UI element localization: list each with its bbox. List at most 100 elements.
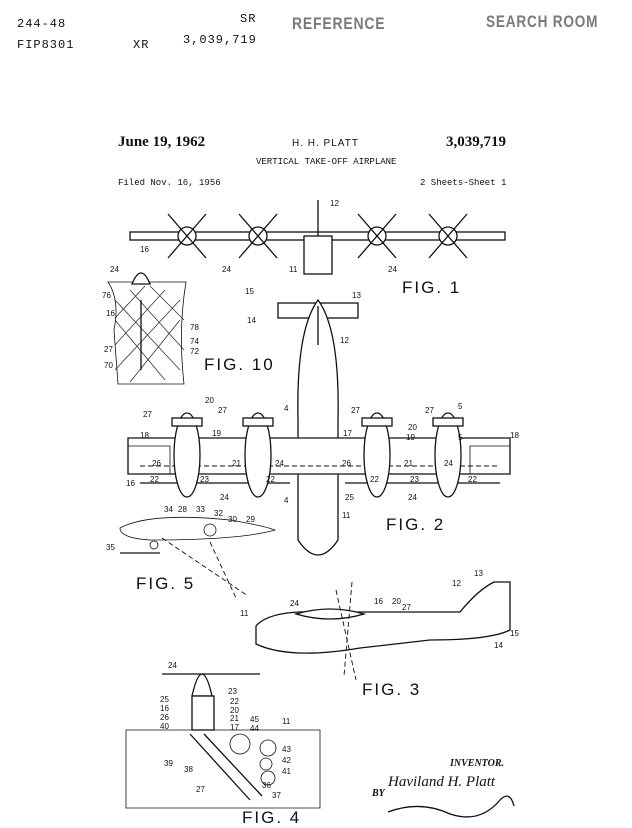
svg-text:27: 27 — [402, 603, 411, 612]
inventor-name: Haviland H. Platt — [388, 774, 496, 790]
svg-text:27: 27 — [218, 406, 227, 415]
svg-text:39: 39 — [164, 759, 173, 768]
svg-text:19: 19 — [406, 433, 415, 442]
patent-number: 3,039,719 — [446, 134, 506, 150]
svg-text:22: 22 — [266, 475, 275, 484]
svg-text:29: 29 — [246, 515, 255, 524]
svg-text:76: 76 — [102, 291, 111, 300]
svg-text:24: 24 — [290, 599, 299, 608]
fig1-front-view: 12 16 24 11 24 — [129, 199, 506, 275]
fig2-plan-view: 15 13 14 12 20 27 27 27 27 19 18 18 17 2… — [126, 287, 519, 556]
svg-text:34: 34 — [164, 505, 173, 514]
fig5-label: FIG. 5 — [136, 574, 196, 593]
svg-text:16: 16 — [106, 309, 115, 318]
svg-text:24: 24 — [275, 459, 284, 468]
fip-code: FIP8301 — [17, 38, 75, 52]
svg-text:27: 27 — [351, 406, 360, 415]
fig5-section: 34 28 33 32 30 29 35 — [106, 505, 277, 599]
svg-text:36: 36 — [262, 781, 271, 790]
svg-text:22: 22 — [230, 697, 239, 706]
svg-text:20: 20 — [205, 396, 214, 405]
svg-text:5: 5 — [458, 433, 463, 442]
inventor-header: H. H. PLATT — [292, 138, 359, 149]
fig4-section: 24 23 25 16 22 20 26 21 40 17 45 44 11 4… — [125, 661, 321, 809]
svg-text:45: 45 — [250, 715, 259, 724]
svg-text:23: 23 — [200, 475, 209, 484]
fig1-label: FIG. 1 — [402, 278, 462, 297]
filed-date: Filed Nov. 16, 1956 — [118, 178, 221, 188]
svg-text:21: 21 — [230, 714, 239, 723]
sheet-count: 2 Sheets-Sheet 1 — [420, 178, 507, 188]
svg-text:32: 32 — [214, 509, 223, 518]
svg-text:25: 25 — [345, 493, 354, 502]
svg-text:16: 16 — [374, 597, 383, 606]
svg-text:26: 26 — [152, 459, 161, 468]
svg-text:24: 24 — [110, 265, 119, 274]
reference-stamp: REFERENCE — [292, 14, 386, 33]
svg-text:11: 11 — [289, 265, 298, 274]
svg-text:20: 20 — [408, 423, 417, 432]
svg-text:27: 27 — [425, 406, 434, 415]
svg-text:21: 21 — [232, 459, 241, 468]
svg-text:19: 19 — [212, 429, 221, 438]
svg-text:17: 17 — [343, 429, 352, 438]
fig3-side-view: 13 12 24 16 20 27 11 15 14 — [240, 569, 519, 681]
svg-text:12: 12 — [330, 199, 339, 208]
svg-text:22: 22 — [150, 475, 159, 484]
svg-text:18: 18 — [510, 431, 519, 440]
svg-text:18: 18 — [140, 431, 149, 440]
top-patent-number: 3,039,719 — [183, 33, 257, 47]
svg-text:27: 27 — [143, 410, 152, 419]
patent-date: June 19, 1962 — [118, 134, 206, 150]
search-room-stamp: SEARCH ROOM — [486, 12, 599, 31]
svg-text:22: 22 — [370, 475, 379, 484]
svg-text:30: 30 — [228, 515, 237, 524]
svg-text:11: 11 — [342, 511, 351, 520]
svg-text:24: 24 — [222, 265, 231, 274]
svg-text:15: 15 — [245, 287, 254, 296]
svg-text:14: 14 — [494, 641, 503, 650]
svg-text:13: 13 — [474, 569, 483, 578]
svg-text:35: 35 — [106, 543, 115, 552]
svg-text:16: 16 — [140, 245, 149, 254]
svg-text:42: 42 — [282, 756, 291, 765]
svg-text:41: 41 — [282, 767, 291, 776]
svg-text:5: 5 — [458, 402, 463, 411]
svg-text:22: 22 — [468, 475, 477, 484]
svg-text:28: 28 — [178, 505, 187, 514]
svg-text:26: 26 — [160, 713, 169, 722]
svg-text:24: 24 — [408, 493, 417, 502]
fig10-label: FIG. 10 — [204, 355, 275, 374]
svg-text:4: 4 — [284, 496, 289, 505]
svg-text:13: 13 — [352, 291, 361, 300]
svg-text:20: 20 — [230, 706, 239, 715]
file-code: 244-48 — [17, 17, 67, 31]
by-label: BY — [372, 788, 385, 799]
fig2-label: FIG. 2 — [386, 515, 446, 534]
svg-text:11: 11 — [240, 609, 249, 618]
svg-text:24: 24 — [220, 493, 229, 502]
svg-text:16: 16 — [126, 479, 135, 488]
svg-text:15: 15 — [510, 629, 519, 638]
svg-text:23: 23 — [410, 475, 419, 484]
svg-text:27: 27 — [196, 785, 205, 794]
svg-text:27: 27 — [104, 345, 113, 354]
svg-text:38: 38 — [184, 765, 193, 774]
svg-text:72: 72 — [190, 347, 199, 356]
svg-text:37: 37 — [272, 791, 281, 800]
attorney-signature — [387, 795, 515, 818]
svg-text:14: 14 — [247, 316, 256, 325]
svg-text:24: 24 — [168, 661, 177, 670]
svg-text:16: 16 — [160, 704, 169, 713]
svg-text:70: 70 — [104, 361, 113, 370]
svg-text:74: 74 — [190, 337, 199, 346]
svg-text:26: 26 — [342, 459, 351, 468]
fig3-label: FIG. 3 — [362, 680, 422, 699]
svg-text:12: 12 — [340, 336, 349, 345]
svg-text:33: 33 — [196, 505, 205, 514]
svg-text:25: 25 — [160, 695, 169, 704]
svg-text:20: 20 — [392, 597, 401, 606]
svg-text:24: 24 — [388, 265, 397, 274]
svg-text:40: 40 — [160, 722, 169, 731]
sr-mark: SR — [240, 12, 257, 26]
